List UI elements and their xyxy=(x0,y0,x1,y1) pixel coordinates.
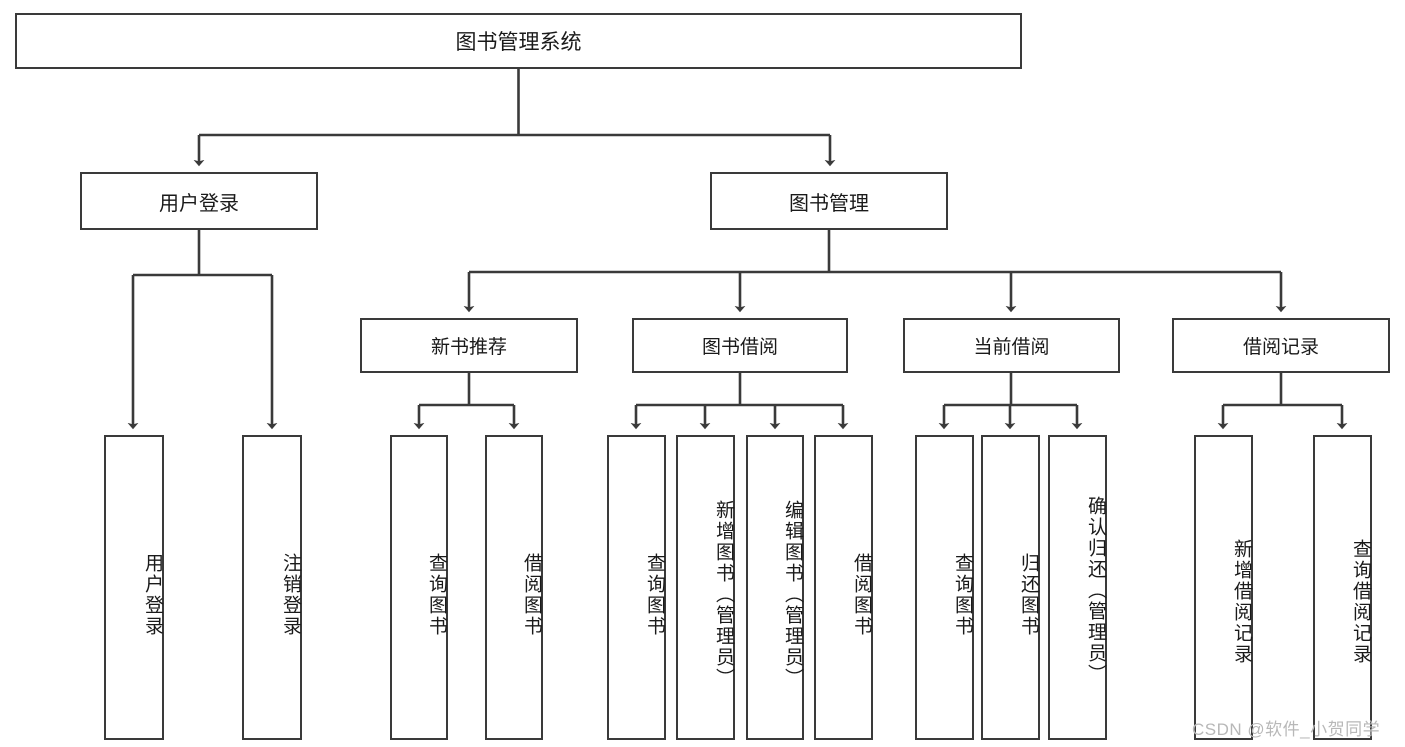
node-leaf-query-book-1[interactable]: 查询图书 xyxy=(390,435,448,740)
node-leaf-query-book-2-label: 查询图书 xyxy=(644,552,665,637)
node-leaf-logout[interactable]: 注销登录 xyxy=(242,435,302,740)
node-root[interactable]: 图书管理系统 xyxy=(15,13,1022,69)
node-current-borrow[interactable]: 当前借阅 xyxy=(903,318,1120,373)
node-leaf-add-book-label: 新增图书（管理员） xyxy=(713,500,734,689)
node-leaf-query-book-1-label: 查询图书 xyxy=(426,552,447,637)
node-new-book-recommend[interactable]: 新书推荐 xyxy=(360,318,578,373)
node-leaf-query-book-3-label: 查询图书 xyxy=(952,552,973,637)
node-root-label: 图书管理系统 xyxy=(455,31,582,54)
node-leaf-return-book[interactable]: 归还图书 xyxy=(981,435,1040,740)
watermark: CSDN @软件_小贺同学 xyxy=(1192,715,1380,740)
node-leaf-edit-book[interactable]: 编辑图书（管理员） xyxy=(746,435,804,740)
node-leaf-query-record-label: 查询借阅记录 xyxy=(1350,538,1371,665)
node-borrow-record-label: 借阅记录 xyxy=(1242,337,1319,358)
node-leaf-logout-label: 注销登录 xyxy=(280,552,301,637)
node-leaf-borrow-book-2-label: 借阅图书 xyxy=(851,552,872,637)
node-leaf-add-record[interactable]: 新增借阅记录 xyxy=(1194,435,1253,740)
node-current-borrow-label: 当前借阅 xyxy=(973,337,1050,358)
node-leaf-query-book-2[interactable]: 查询图书 xyxy=(607,435,666,740)
node-user-login-label: 用户登录 xyxy=(159,192,239,215)
node-leaf-confirm-return-label: 确认归还（管理员） xyxy=(1085,496,1106,685)
node-book-manage[interactable]: 图书管理 xyxy=(710,172,948,230)
node-leaf-borrow-book-1-label: 借阅图书 xyxy=(521,552,542,637)
node-leaf-confirm-return[interactable]: 确认归还（管理员） xyxy=(1048,435,1107,740)
node-book-manage-label: 图书管理 xyxy=(789,192,869,215)
node-book-borrow[interactable]: 图书借阅 xyxy=(632,318,848,373)
node-book-borrow-label: 图书借阅 xyxy=(701,337,778,358)
watermark-text: CSDN @软件_小贺同学 xyxy=(1192,720,1381,739)
node-leaf-add-book[interactable]: 新增图书（管理员） xyxy=(676,435,735,740)
node-leaf-query-record[interactable]: 查询借阅记录 xyxy=(1313,435,1372,740)
node-leaf-borrow-book-1[interactable]: 借阅图书 xyxy=(485,435,543,740)
node-leaf-user-login-label: 用户登录 xyxy=(142,552,163,637)
node-leaf-edit-book-label: 编辑图书（管理员） xyxy=(782,500,803,689)
node-borrow-record[interactable]: 借阅记录 xyxy=(1172,318,1390,373)
node-leaf-borrow-book-2[interactable]: 借阅图书 xyxy=(814,435,873,740)
node-leaf-query-book-3[interactable]: 查询图书 xyxy=(915,435,974,740)
node-leaf-user-login[interactable]: 用户登录 xyxy=(104,435,164,740)
node-user-login[interactable]: 用户登录 xyxy=(80,172,318,230)
node-leaf-return-book-label: 归还图书 xyxy=(1018,552,1039,637)
node-new-book-recommend-label: 新书推荐 xyxy=(430,337,507,358)
node-leaf-add-record-label: 新增借阅记录 xyxy=(1231,538,1252,665)
